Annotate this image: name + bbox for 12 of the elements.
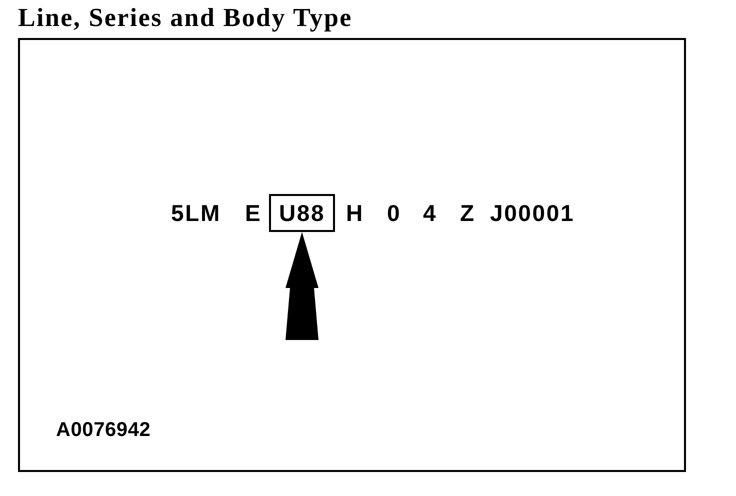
- highlighted-code-box: U88: [269, 194, 335, 232]
- pointer-arrow: [286, 232, 318, 340]
- diagram-title: Line, Series and Body Type: [18, 5, 352, 31]
- vin-code-label: 5LM: [171, 202, 221, 225]
- vin-code-label: J00001: [490, 202, 575, 225]
- vin-code-label: 4: [423, 202, 438, 225]
- figure-id-label: A0076942: [56, 420, 151, 440]
- vin-code-label: Z: [460, 202, 476, 225]
- figure-frame: [18, 38, 686, 472]
- vin-code-label: 0: [387, 202, 402, 225]
- vin-code-label: E: [245, 202, 262, 225]
- vin-code-label: H: [346, 202, 364, 225]
